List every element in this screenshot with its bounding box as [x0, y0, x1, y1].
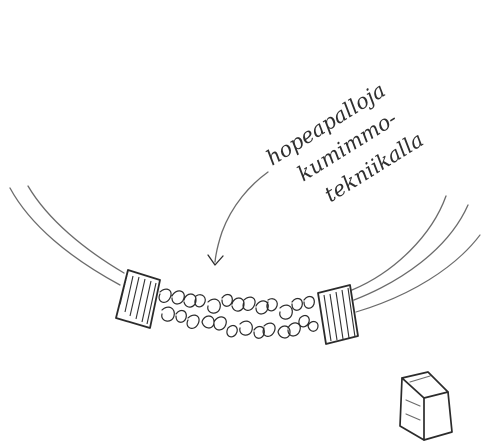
- cord-right-inner: [352, 196, 446, 290]
- left-end-cap: [116, 270, 160, 328]
- cord-right-outer: [354, 205, 468, 300]
- arrow-shaft: [215, 172, 268, 262]
- handwritten-annotation: hopeapalloja kumimmo- tekniikalla: [262, 75, 428, 223]
- cord-left-outer: [10, 188, 120, 285]
- right-end-cap: [318, 285, 358, 344]
- bead-cluster: [159, 289, 318, 338]
- small-box-sketch: [400, 372, 452, 440]
- cord-right-extra: [356, 235, 480, 312]
